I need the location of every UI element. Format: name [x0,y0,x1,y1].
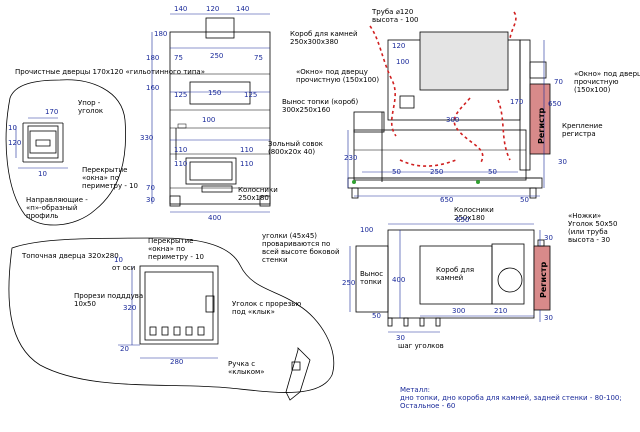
from-axis-label: от оси [112,264,135,272]
dim-70c: 70 [554,78,563,86]
dim-100a: 100 [202,116,215,124]
ash-pan-label: Зольный совок(800х20х 40) [268,140,323,156]
dim-650v: 650 [548,100,561,108]
register-box [529,83,551,155]
dim-10a: 10 [8,124,17,132]
dim-110d: 110 [240,160,253,168]
dim-150: 150 [208,89,221,97]
dim-30c: 30 [558,158,567,166]
stove-plan-view [355,229,551,327]
dim-110a: 110 [174,146,187,154]
stop-angle-label: Упор -уголок [78,99,103,115]
dim-400a: 400 [208,214,221,222]
dim-170: 170 [45,108,58,116]
side-view-dims [347,40,545,197]
dim-x100: 100 [360,226,373,234]
dim-400b: 400 [392,276,405,284]
dim-110c: 110 [174,160,187,168]
furnace-door-dims [118,266,218,359]
dim-650b: 650 [456,216,469,224]
cleaning-doors-label: Прочистные дверцы 170х120 «гильотинного … [15,68,205,76]
stove-front-view [169,17,271,207]
dim-110b: 110 [240,146,253,154]
leg-marker-mid [476,180,480,184]
dim-50c: 50 [520,196,529,204]
front-view-dims [151,13,270,213]
dim-10c: 10 [114,256,123,264]
dim-230: 230 [344,154,357,162]
handle-label: Ручка с«клыком» [228,360,265,376]
dim-20: 20 [120,345,129,353]
dim-50a: 50 [392,168,401,176]
dim-280: 280 [170,358,183,366]
dim-180b: 180 [146,54,159,62]
metal-label: Металл:дно топки, дно короба для камней,… [400,386,622,410]
register2-label: Регистр [539,262,548,298]
dim-75a: 75 [174,54,183,62]
dim-250: 250 [210,52,223,60]
dim-210: 210 [494,307,507,315]
dim-180a: 180 [154,30,167,38]
heat-flow-arrows [369,11,517,167]
dim-50b: 50 [488,168,497,176]
furnace-door-label: Топочная дверца 320х280 [21,252,119,260]
dim-330: 330 [140,134,153,142]
dim-125b: 125 [244,91,257,99]
cleaning-door-outline [5,79,126,226]
dim-120r: 120 [392,42,405,50]
dim-100r: 100 [396,58,409,66]
firebox-ext-label: Вынос топки (короб)300х250х160 [282,98,358,114]
dim-30f: 30 [544,314,553,322]
dim-650: 650 [440,196,453,204]
dim-250b: 250 [430,168,443,176]
dim-140b: 140 [236,5,249,13]
stove-side-view [347,31,551,199]
angle-step-label: шаг уголков [398,342,444,350]
dim-30e: 30 [544,234,553,242]
stone-box-shaded [419,31,509,91]
leg-marker-left [352,180,356,184]
plan-view-dims [349,223,541,333]
dim-70a: 70 [146,184,155,192]
cleaning-door-dims [15,117,68,169]
dim-300: 300 [446,116,459,124]
register-label: Регистр [537,108,546,144]
dim-75b: 75 [254,54,263,62]
dim-50d: 50 [372,312,381,320]
furnace-door-outline [8,237,335,401]
dim-10b: 10 [38,170,47,178]
dim-30d: 30 [396,334,405,342]
dim-250v: 250 [342,279,355,287]
dim-120c: 120 [8,139,21,147]
dim-30a: 30 [146,196,155,204]
dim-140a: 140 [174,5,187,13]
dim-125a: 125 [174,91,187,99]
dim-120: 120 [206,5,219,13]
dim-160: 160 [146,84,159,92]
dim-320: 320 [123,304,136,312]
dim-300b: 300 [452,307,465,315]
dim-170r: 170 [510,98,523,106]
